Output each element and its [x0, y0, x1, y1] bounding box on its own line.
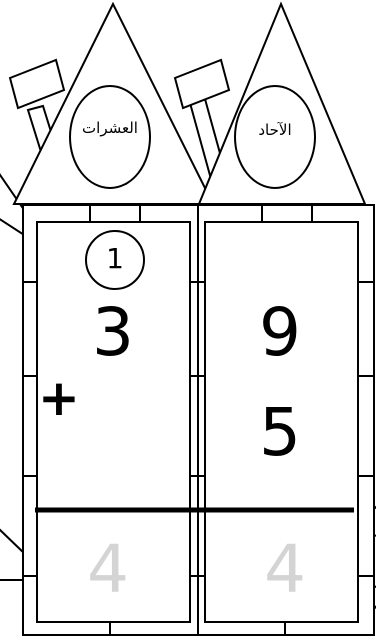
- tens-label: العشرات: [75, 121, 145, 136]
- carry-digit: 1: [85, 245, 145, 273]
- tens-result-digit: 4: [63, 537, 153, 603]
- ones-result-digit: 4: [240, 537, 330, 603]
- ones-top-digit: 9: [235, 300, 325, 366]
- ones-bottom-digit: 5: [235, 400, 325, 466]
- tens-top-digit: 3: [68, 300, 158, 366]
- roof-window-tens: [70, 86, 150, 188]
- plus-operator: +: [38, 373, 80, 423]
- ones-label: الآحاد: [240, 123, 310, 138]
